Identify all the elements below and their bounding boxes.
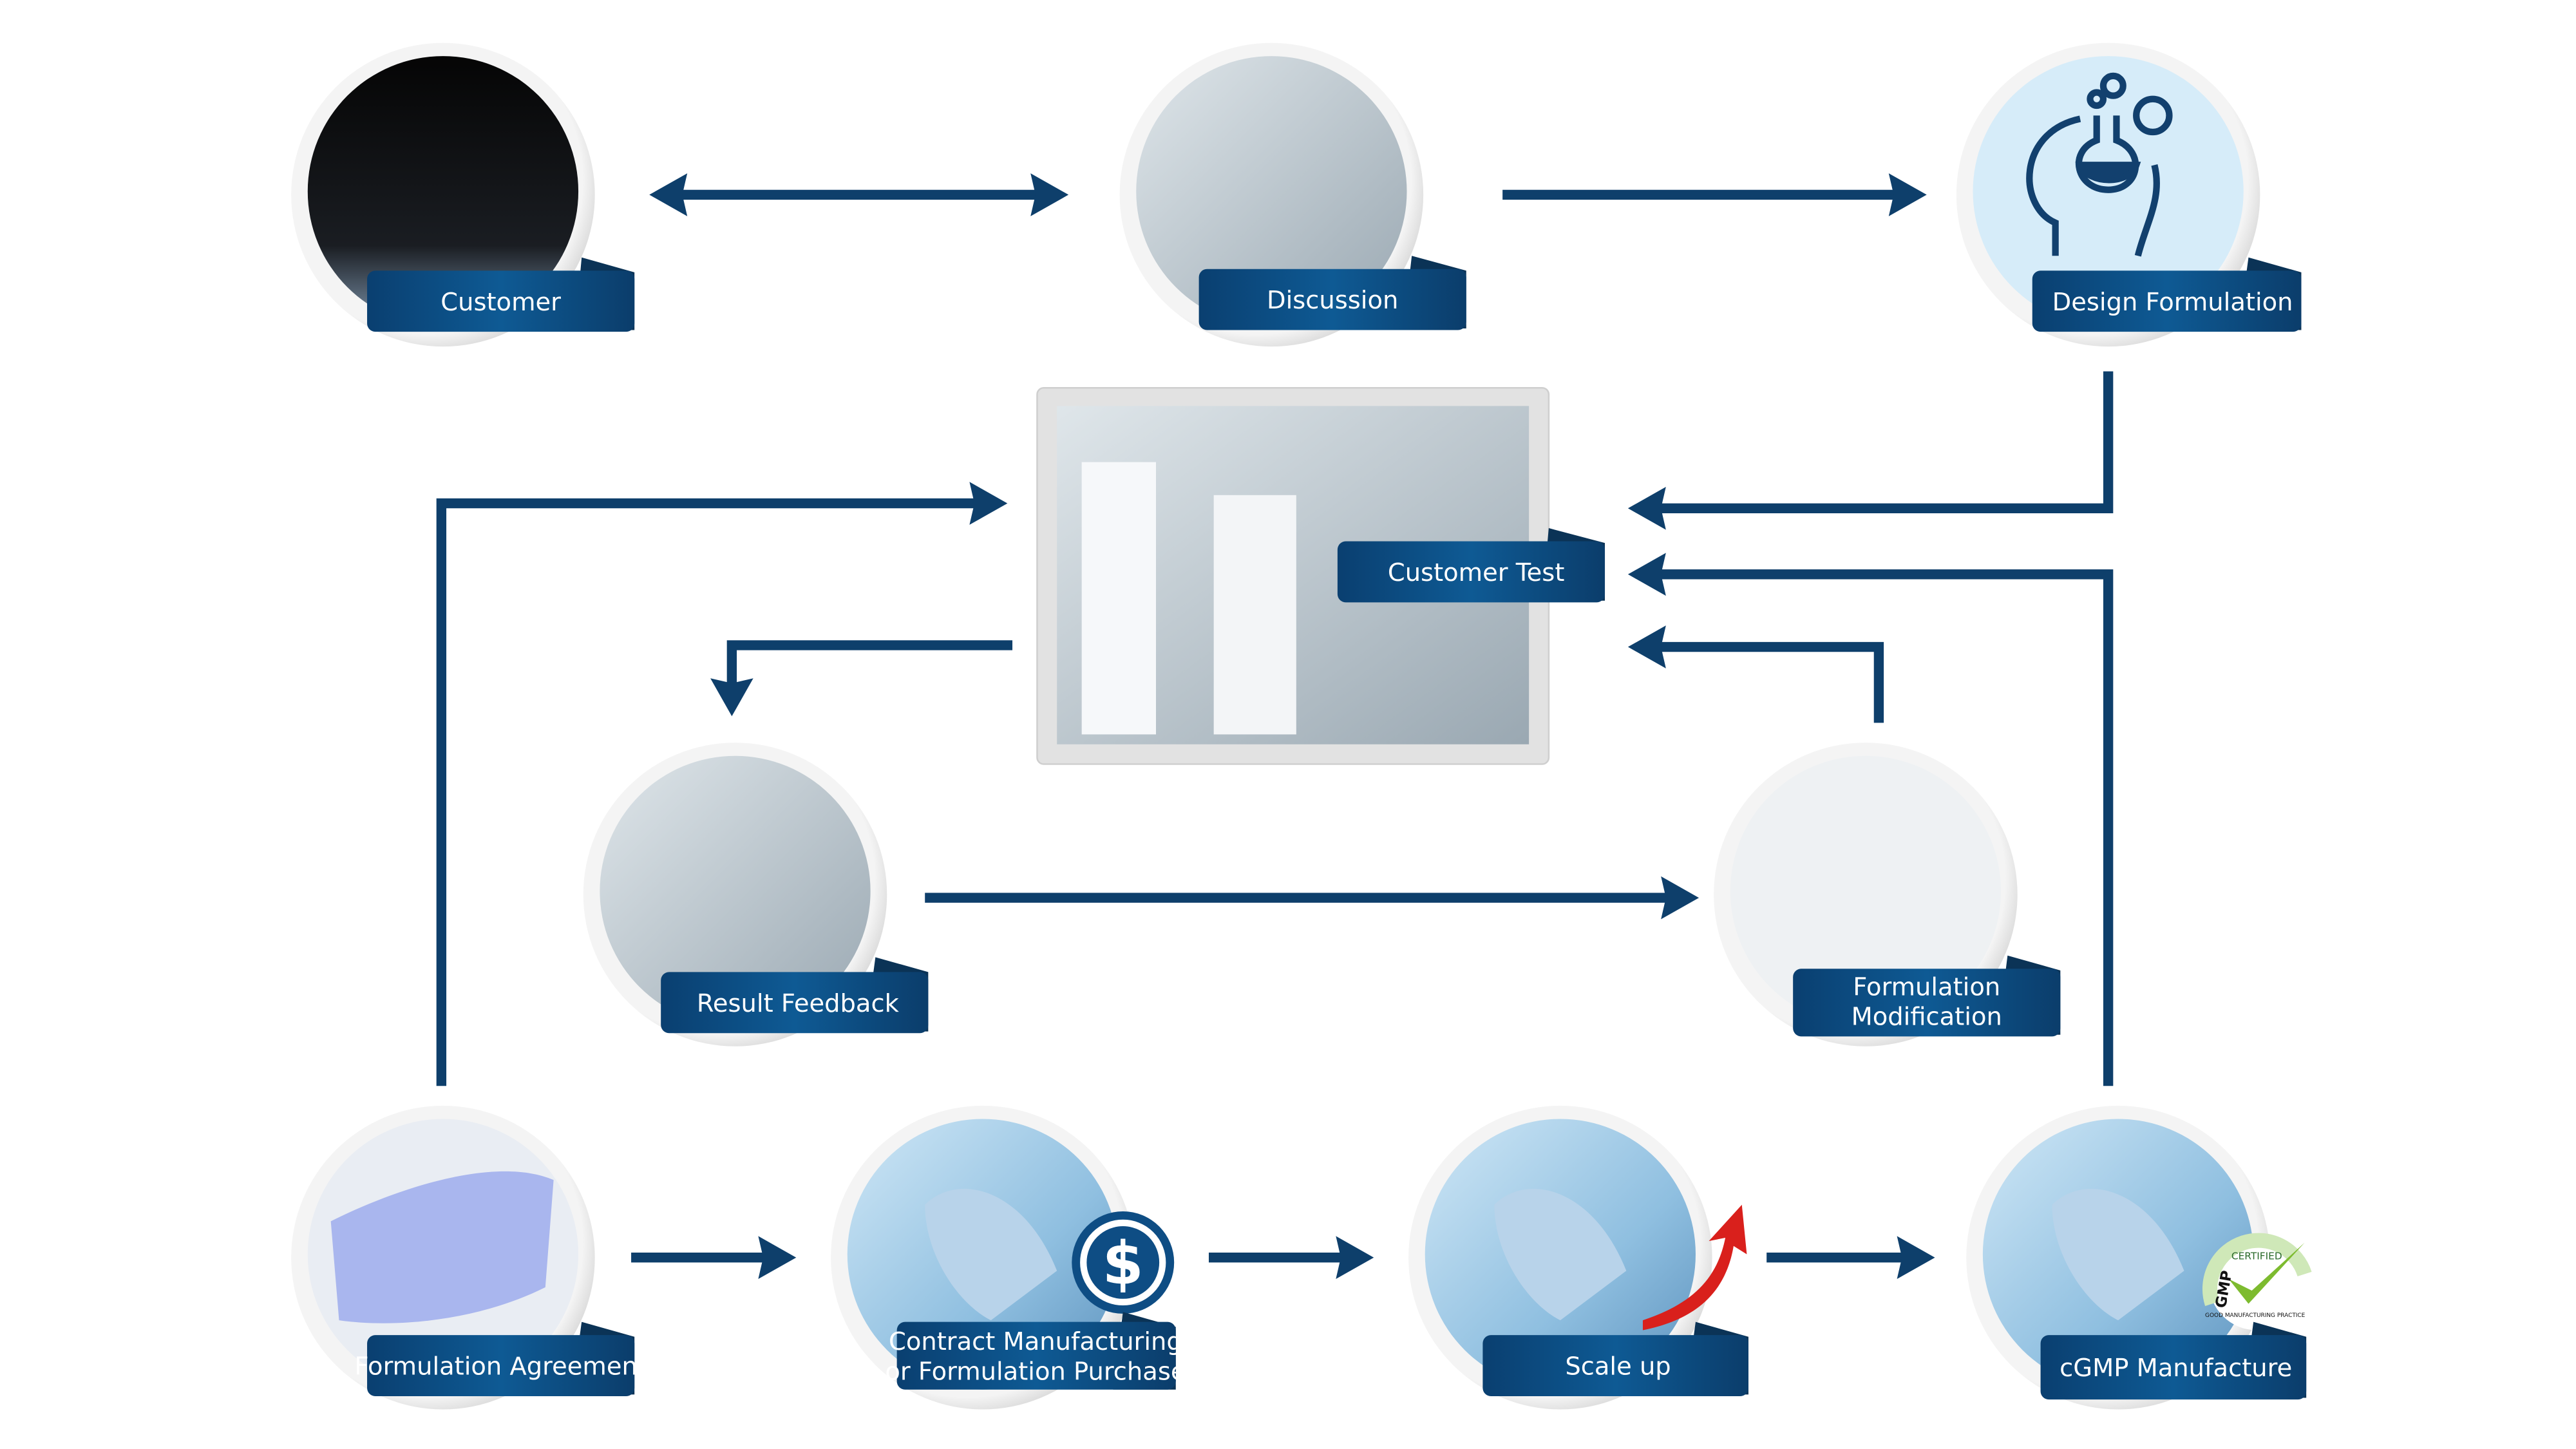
arrows: [436, 173, 2114, 1280]
arrow-cgmp-customertest: [1654, 569, 2114, 1086]
label-box: [367, 270, 635, 332]
svg-text:CERTIFIED: CERTIFIED: [2231, 1250, 2282, 1262]
node-label-line2: or Formulation Purchase: [885, 1357, 1186, 1386]
arrow-agreement-customertest: [436, 498, 978, 1086]
node-customer-test[interactable]: Customer Test: [1036, 386, 1605, 765]
arrowhead-left-icon: [1627, 486, 1666, 530]
label-box: [1793, 969, 2061, 1037]
node-contract-manufacturing[interactable]: $ Contract Manufacturing or Formulation …: [831, 1105, 1186, 1410]
label-box: [1337, 541, 1605, 603]
arrowhead-right-icon: [758, 1236, 797, 1280]
label-box: [2040, 1335, 2307, 1400]
node-scale-up[interactable]: Scale up: [1408, 1105, 1748, 1410]
discussion-photo: [1136, 56, 1407, 327]
arrowhead-right-icon: [969, 482, 1008, 525]
gloved-hand: [2052, 1188, 2184, 1321]
arrowhead-left-icon: [1627, 625, 1666, 668]
label-box: [1198, 269, 1466, 330]
node-formulation-agreement[interactable]: Formulation Agreement: [291, 1105, 647, 1410]
customer-photo: [307, 56, 579, 327]
label-box: [2032, 270, 2302, 332]
label-box: [661, 972, 929, 1034]
head-gear-flask-icon: [2026, 72, 2173, 257]
arrow-customertest-feedback: [726, 640, 1013, 690]
node-label-line2: Modification: [1852, 1002, 2002, 1031]
node-label-line1: Contract Manufacturing: [889, 1327, 1182, 1356]
arrow-modification-customertest: [1654, 641, 1884, 723]
glove-handshake: [330, 1171, 554, 1323]
node-cgmp-manufacture[interactable]: GMP CERTIFIED GOOD MANUFACTURING PRACTIC…: [1966, 1105, 2312, 1410]
label-box: [896, 1321, 1176, 1390]
node-label: Customer: [440, 288, 561, 317]
arrowhead-left-icon: [649, 173, 688, 216]
label-box: [1482, 1335, 1748, 1396]
node-discussion[interactable]: Discussion: [1119, 43, 1466, 347]
node-result-feedback[interactable]: Result Feedback: [583, 743, 929, 1046]
dollar-icon: $: [1072, 1211, 1175, 1314]
node-formulation-modification[interactable]: Formulation Modification: [1714, 743, 2061, 1046]
node-label: cGMP Manufacture: [2060, 1354, 2292, 1383]
node-label: Formulation Agreement: [354, 1352, 647, 1381]
svg-text:$: $: [1103, 1229, 1144, 1298]
arrowhead-right-icon: [1661, 876, 1700, 920]
gloved-hand: [925, 1188, 1057, 1321]
arrowhead-right-icon: [1336, 1236, 1374, 1280]
scientist-figure: [1213, 495, 1296, 735]
node-label-line1: Formulation: [1853, 972, 2000, 1001]
node-label: Discussion: [1267, 286, 1398, 315]
node-label: Scale up: [1565, 1352, 1671, 1381]
node-label: Customer Test: [1388, 558, 1565, 587]
label-box: [367, 1335, 635, 1396]
node-label: Result Feedback: [697, 989, 900, 1018]
arrowhead-right-icon: [1897, 1236, 1935, 1280]
gmp-certified-badge: GMP CERTIFIED GOOD MANUFACTURING PRACTIC…: [2202, 1233, 2312, 1331]
gloved-hand: [1494, 1188, 1627, 1321]
node-customer[interactable]: Customer: [291, 43, 635, 347]
arrow-design-customertest: [1654, 371, 2114, 513]
arrowhead-left-icon: [1627, 553, 1666, 596]
node-label: Design Formulation: [2052, 288, 2293, 317]
growth-arrow-icon: [1642, 1204, 1747, 1331]
node-design-formulation[interactable]: Design Formulation: [1956, 43, 2302, 347]
arrowhead-right-icon: [1030, 173, 1069, 216]
formulation-modification-photo: [1730, 755, 2002, 1027]
arrowhead-right-icon: [1888, 173, 1927, 216]
scientist-figure: [1081, 462, 1156, 735]
svg-text:GOOD MANUFACTURING PRACTICE: GOOD MANUFACTURING PRACTICE: [2205, 1312, 2306, 1319]
result-feedback-photo: [600, 755, 871, 1027]
arrowhead-down-icon: [710, 678, 753, 717]
